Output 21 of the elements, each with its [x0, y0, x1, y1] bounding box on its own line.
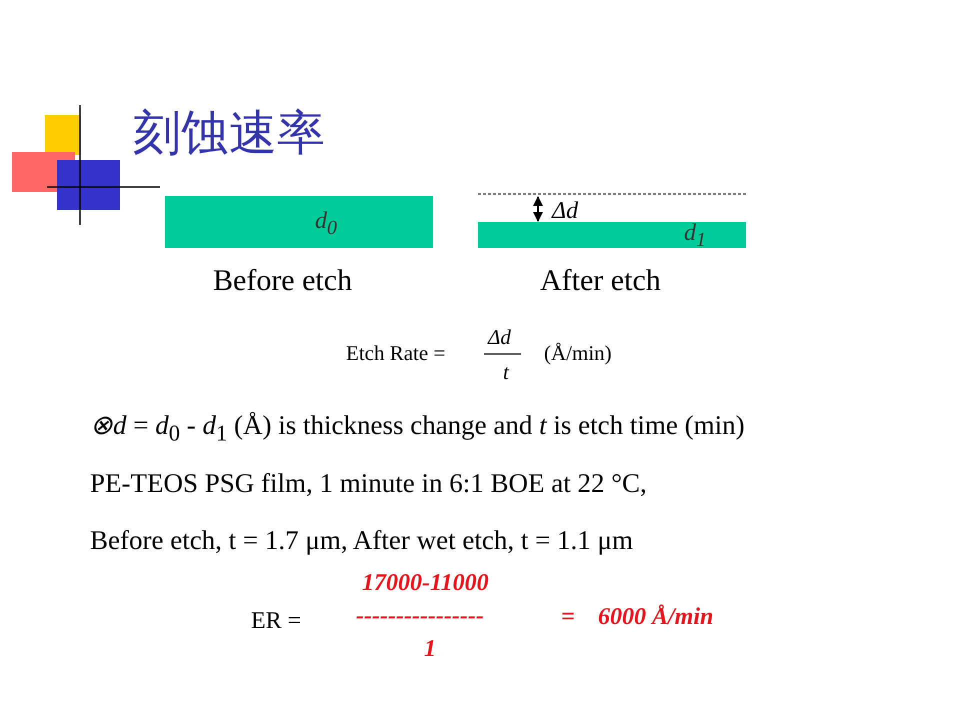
formula-text: 6000 Å/min: [598, 605, 714, 629]
body-text: Before etch, t = 1.7 μm, After wet etch, t = 1.1 μm: [90, 527, 634, 554]
formula-text: ----------------: [356, 604, 484, 628]
formula-text: 17000-11000: [362, 571, 489, 595]
formula-text: Etch Rate =: [346, 343, 446, 364]
thickness-label: d$_{1}$: [684, 221, 706, 250]
formula-text: ER =: [251, 609, 302, 633]
film-layer: [478, 222, 746, 248]
body-text: ⊗d = d$_{0}$ - d$_{1}$ (Å) is thickness change and t is etch time (min): [90, 412, 745, 445]
caption: After etch: [540, 266, 661, 296]
body-text: PE-TEOS PSG film, 1 minute in 6:1 BOE at 22 °C,: [90, 470, 647, 497]
slide-title: 刻蚀速率: [133, 110, 325, 158]
formula-text: (Å/min): [544, 343, 612, 364]
formula-text: =: [561, 605, 575, 629]
caption: Before etch: [213, 266, 352, 296]
formula-text: Δd: [488, 327, 511, 348]
formula-text: 1: [424, 637, 436, 661]
film-layer: [165, 196, 433, 248]
formula-text: t: [503, 362, 509, 383]
dimension-label: Δd: [552, 199, 578, 223]
thickness-label: d$_{0}$: [315, 209, 337, 238]
